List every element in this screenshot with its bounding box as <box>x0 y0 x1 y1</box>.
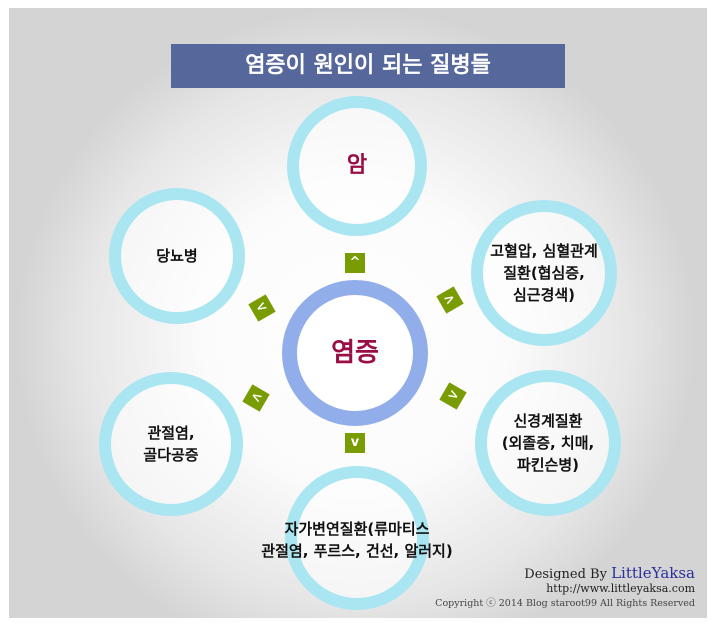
page-title: 염증이 원인이 되는 질병들 <box>171 44 565 88</box>
node-label: 심근경색) <box>512 286 576 304</box>
node-label: 고혈압, 심혈관계 <box>490 242 598 260</box>
node-label: (외졸증, 치매, <box>501 434 595 452</box>
node-label: 골다공증 <box>143 446 199 464</box>
arrow-downleft-icon: < <box>242 384 270 412</box>
node-label: 자가변연질환(류마티스 <box>284 520 430 538</box>
arrow-up-icon: ^ <box>345 253 365 273</box>
node-label: 암 <box>346 153 368 178</box>
node-label: 관절염, 푸르스, 건선, 알러지) <box>261 542 453 560</box>
node-cancer: 암 <box>287 96 427 236</box>
node-label: 질환(협심증, <box>503 264 585 282</box>
arrow-down-icon: v <box>345 433 365 453</box>
node-label: 당뇨병 <box>156 247 198 265</box>
node-neurological: 신경계질환 (외졸증, 치매, 파킨슨병) <box>475 370 621 516</box>
arrow-upleft-icon: < <box>248 294 276 322</box>
title-rest: 이 원인이 되는 질병들 <box>285 53 491 78</box>
arrow-upright-icon: > <box>436 286 464 314</box>
center-inflammation: 염증 <box>282 280 428 426</box>
node-arthritis: 관절염, 골다공증 <box>99 372 243 516</box>
node-label: 신경계질환 <box>513 412 583 430</box>
designed-by: Designed By <box>524 567 607 582</box>
node-label: 파킨슨병) <box>516 456 580 474</box>
arrow-downright-icon: > <box>439 382 467 410</box>
node-label: 관절염, <box>147 424 195 442</box>
node-diabetes: 당뇨병 <box>109 188 245 324</box>
title-bold: 염증 <box>245 53 286 78</box>
footer-credit: Designed By LittleYaksa <box>524 564 695 582</box>
author: LittleYaksa <box>611 564 695 582</box>
footer-copyright: Copyright ⓒ 2014 Blog staroot99 All Righ… <box>435 598 695 609</box>
center-label: 염증 <box>331 338 379 368</box>
footer-url: http://www.littleyaksa.com <box>546 582 695 595</box>
